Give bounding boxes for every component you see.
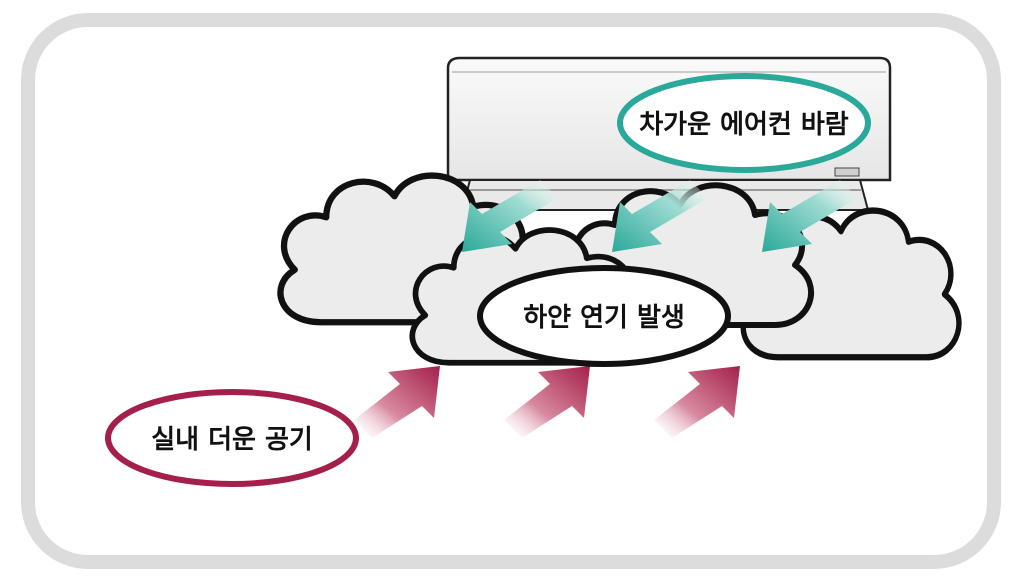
cold-air-arrows <box>462 180 858 252</box>
arrow-down-left-icon <box>612 180 708 252</box>
warm-air-label-text: 실내 더운 공기 <box>151 425 313 455</box>
warm-air-arrows <box>354 366 740 438</box>
white-smoke-label: 하얀 연기 발생 <box>477 265 731 367</box>
arrow-up-right-icon <box>654 366 740 438</box>
arrow-down-left-icon <box>762 180 858 252</box>
arrow-up-right-icon <box>354 366 440 438</box>
arrow-up-right-icon <box>504 366 590 438</box>
white-smoke-label-text: 하얀 연기 발생 <box>523 303 685 333</box>
arrow-down-left-icon <box>462 180 558 252</box>
cold-air-label-text: 차가운 에어컨 바람 <box>639 110 849 140</box>
cold-air-label: 차가운 에어컨 바람 <box>617 73 871 173</box>
warm-air-label: 실내 더운 공기 <box>105 389 359 487</box>
